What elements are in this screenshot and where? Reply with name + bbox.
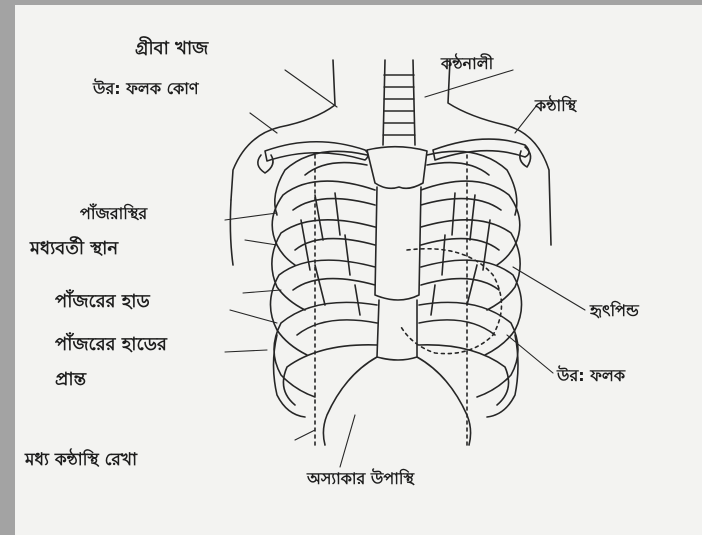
label-madhyabarti-sthan: মধ্যবর্তী স্থান <box>30 239 118 260</box>
leader-lines <box>225 70 585 467</box>
clavicles <box>258 139 531 173</box>
label-madhya-kanthasthi-rekha: মধ্য কন্ঠাস্থি রেখা <box>25 451 137 471</box>
label-panjorer-harer: পাঁজরের হাডের <box>55 335 167 356</box>
label-panjorasthir: পাঁজরাস্থির <box>80 205 147 223</box>
sternum <box>367 147 427 360</box>
label-kanthanali: কন্ঠনালী <box>441 55 493 73</box>
left-ribs <box>270 151 377 417</box>
label-kanthasthi: কন্ঠাস্থি <box>535 97 576 115</box>
label-panjorer-har: পাঁজরের হাড <box>55 292 150 313</box>
label-hritpinda: হৃৎপিন্ড <box>590 302 639 320</box>
label-prant: প্রান্ত <box>55 370 86 391</box>
heart-outline <box>400 249 502 354</box>
label-uro-phalak: উর: ফলক <box>557 367 625 385</box>
trachea <box>383 60 415 145</box>
diagram-page: গ্রীবা খাজ উর: ফলক কোণ কন্ঠনালী কন্ঠাস্থ… <box>15 5 702 535</box>
body-outline <box>230 60 551 265</box>
costal-margin <box>323 357 470 445</box>
label-uro-phalak-kon: উর: ফলক কোণ <box>93 80 199 98</box>
label-asyakar-upasthi: অস্যাকার উপাস্থি <box>307 470 414 488</box>
right-ribs <box>419 151 522 417</box>
label-griba-khaj: গ্রীবা খাজ <box>135 39 208 60</box>
